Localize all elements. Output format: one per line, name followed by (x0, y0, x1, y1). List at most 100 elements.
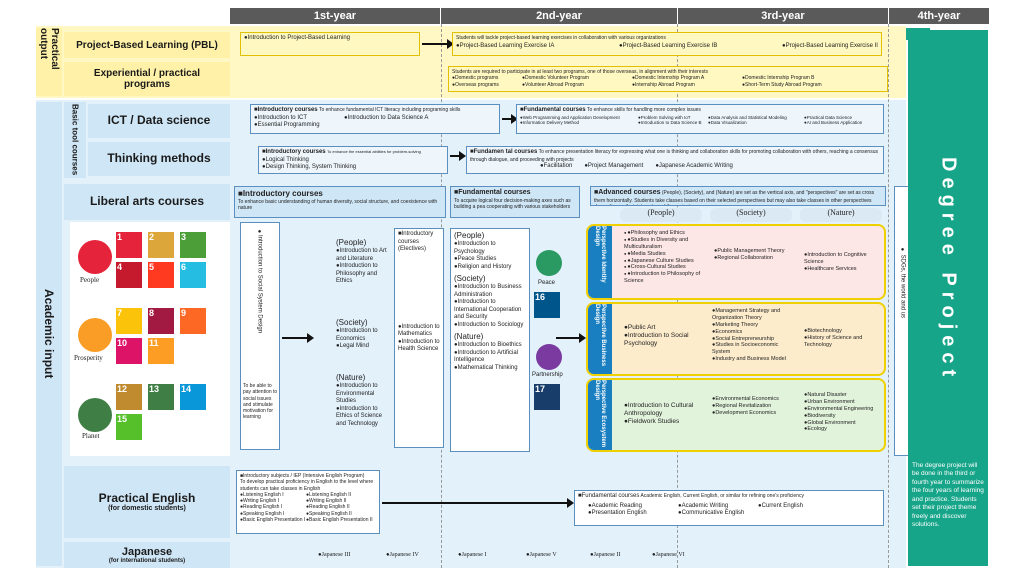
liberal-arrow-2 (556, 333, 586, 343)
id-society-item: ●Regional Collaboration (714, 254, 773, 261)
fund-people-item: ●Religion and History (454, 263, 512, 270)
bd-society-item: ●Studies in Socioeconomic System (712, 342, 779, 356)
thinking-fund-box: ■Fundamen tal courses To enhance present… (466, 146, 884, 174)
id-people-list: ●Philosophy and Ethics ●Studies in Diver… (624, 230, 708, 285)
adv-col-nature: (Nature) (800, 208, 882, 222)
english-fund-box: ■Fundamental courses Academic English, C… (574, 490, 884, 526)
ed-people-item: ●Fieldwork Studies (624, 418, 680, 426)
pbl-item-ii: ●Project-Based Learning Exercise II (781, 43, 878, 50)
thinking-intro-title: ■Introductory courses (262, 149, 326, 155)
fund-nature-item: ●Introduction to Bioethics (454, 342, 522, 348)
english-fund-item: ●Academic Reading (588, 502, 642, 509)
sdg7-icon: 7 (116, 308, 142, 334)
english-row-text: Practical English (98, 490, 196, 505)
ict-intro-item: ●Essential Programming (254, 122, 320, 128)
bd-society-item: ●Social Entrepreneurship (712, 335, 775, 342)
people-group-label: People (80, 276, 100, 284)
ict-fund-box: ■Fundamental courses To enhance skills f… (516, 104, 884, 134)
business-design-label: Perspective Business Design (588, 304, 612, 374)
japanese-item: ●Japanese II (590, 552, 621, 558)
nature-heading: (Nature) (336, 373, 366, 382)
year-divider (888, 24, 889, 568)
liberal-intro-society: (Society) ●Introduction to Economics ●Le… (336, 318, 392, 351)
thinking-fund-item: ●Japanese Academic Writing (655, 162, 733, 169)
ed-people-item: ●Introduction to Cultural Anthropology (624, 402, 694, 418)
sdg1-icon: 1 (116, 232, 142, 258)
ict-row-label: ICT / Data science (88, 104, 230, 138)
adv-header: ■Advanced courses (People), (Society), a… (590, 186, 886, 206)
bd-society-item: ●Economics (712, 328, 743, 335)
ict-fund-item: ●Web Programming and Application Develop… (520, 114, 620, 120)
bd-society-item: ●Industry and Business Model (712, 356, 786, 363)
english-fund-item: ●Communicative English (678, 510, 745, 516)
japanese-item: ●Japanese VI (652, 552, 685, 558)
elective-item: ●Introduction to Mathematics (398, 323, 440, 338)
ed-society-item: ●Environmental Economics (712, 396, 779, 402)
sdg3-icon: 3 (180, 232, 206, 258)
ed-nature-item: ●Natural Disaster (804, 392, 847, 398)
fund-nature-item: ●Mathematical Thinking (454, 364, 518, 371)
ict-arrow (502, 114, 518, 124)
degree-project-title: Degree Project (937, 157, 960, 383)
id-people-item: ●Studies in Diversity and Multiculturali… (624, 237, 708, 251)
english-fund-item: ●Presentation English (588, 510, 647, 516)
sdg10-icon: 10 (116, 338, 142, 364)
english-intro-item: ●Basic English Presentation I (240, 516, 306, 523)
sdg11-icon: 11 (148, 338, 174, 364)
english-intro-item: ●Reading English II (306, 504, 350, 511)
ict-intro-item: ●Introduction to ICT (254, 114, 307, 121)
thinking-intro-desc: To enhance the essential abilities for p… (327, 149, 421, 154)
sdg15-icon: 15 (116, 414, 142, 440)
bd-nature-item: ●History of Science and Technology (804, 334, 863, 348)
year4-header: 4th-year (889, 8, 989, 24)
ed-society-item: ●Regional Revitalization (712, 402, 772, 409)
english-intro-title: ■Introductory subjects / IEP (Intensive … (240, 473, 365, 479)
fund-society-item: ●Introduction to International Cooperati… (454, 299, 522, 320)
id-nature-item: ●Introduction to Cognitive Science (804, 252, 867, 265)
bd-people-item: ●Public Art (624, 324, 656, 331)
elective-item: ●Introduction to Health Science (398, 338, 440, 353)
people-group-icon (78, 240, 112, 274)
partnership-handshake-icon (536, 344, 562, 370)
id-people-item: ●Japanese Culture Studies (624, 258, 708, 265)
japanese-row-text: Japanese (121, 545, 173, 558)
liberal-intro-title: ■Introductory courses (238, 189, 323, 198)
planet-group-icon (78, 398, 112, 432)
pbl-arrow (422, 39, 454, 49)
liberal-fund-header: ■Fundamental courses To acquire logical … (450, 186, 580, 218)
pbl-item-ib: ●Project-Based Learning Exercise IB (618, 43, 718, 50)
ict-intro-title: ■Introductory courses (254, 107, 318, 113)
ict-fund-item: ●Introduction to Data Science B (638, 120, 702, 126)
thinking-arrow (450, 151, 466, 161)
english-intro-box: ■Introductory subjects / IEP (Intensive … (236, 470, 380, 534)
liberal-intro-header: ■Introductory courses To enhance basic u… (234, 186, 446, 218)
liberal-row-text: Liberal arts courses (89, 194, 205, 209)
year1-header: 1st-year (230, 8, 440, 24)
ict-fund-title: ■Fundamental courses (520, 107, 586, 113)
fund-people-item: ●Peace Studies (454, 256, 497, 262)
ed-nature-item: ●Urban Environment (804, 398, 855, 405)
pbl-row-label: Project-Based Learning (PBL) (64, 32, 230, 58)
ed-people-list: ●Introduction to Cultural Anthropology ●… (624, 402, 708, 426)
ict-fund-item: ●Information Delivery Method (520, 120, 579, 126)
fund-nature-heading: (Nature) (454, 332, 484, 341)
exp-item: ●Volunteer Abroad Program (522, 81, 584, 88)
japanese-item: ●Japanese V (526, 552, 557, 558)
english-row-sub: (for domestic students) (108, 504, 186, 512)
degree-project-top-arrow (906, 28, 930, 40)
exp-item: ●Domestic Volunteer Program (522, 75, 589, 82)
pbl-intro: ●Introduction to Project-Based Learning (244, 35, 351, 41)
exp-item: ●Overseas programs (452, 81, 499, 88)
thinking-intro-item: ●Logical Thinking (262, 156, 309, 163)
exp-item: ●Domestic programs (452, 75, 499, 82)
prosperity-group-icon (78, 318, 112, 352)
intro-note: To be able to pay attention to social is… (243, 383, 278, 421)
liberal-intro-people: (People) ●Introduction to Art and Litera… (336, 238, 392, 286)
academic-input-label: Academic input (36, 102, 62, 566)
english-fund-desc: Academic English, Current English, or si… (640, 493, 804, 499)
ict-row-text: ICT / Data science (107, 113, 211, 128)
planet-group-label: Planet (82, 432, 100, 440)
english-row-label: Practical English (for domestic students… (64, 466, 230, 538)
degree-project-panel (908, 30, 988, 566)
japanese-item: ●Japanese III (318, 552, 351, 558)
